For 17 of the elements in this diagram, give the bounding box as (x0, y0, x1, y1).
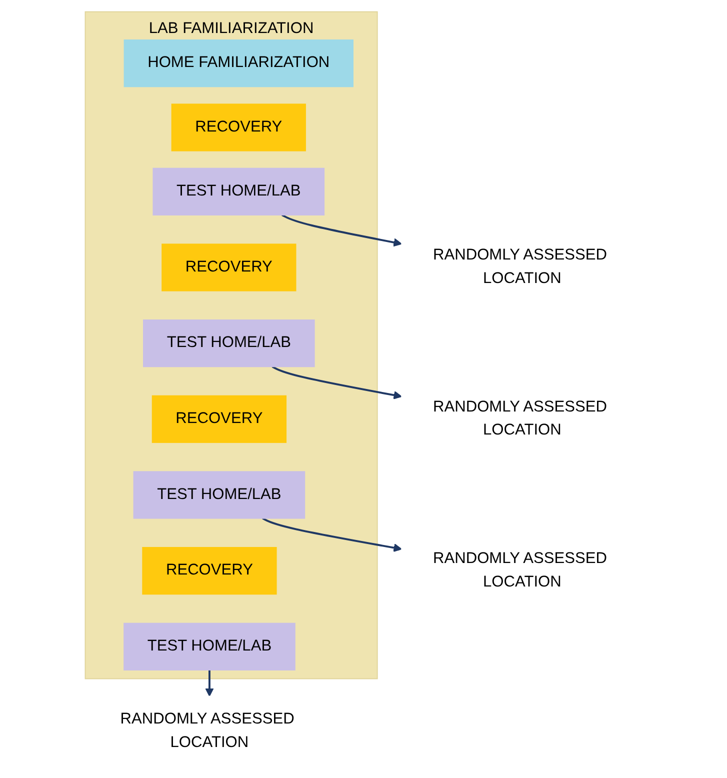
arrow (271, 366, 402, 400)
arrow (204, 670, 214, 697)
node-box: RECOVERY (161, 244, 296, 292)
node-box: TEST HOME/LAB (123, 622, 295, 670)
node-box: RECOVERY (170, 104, 306, 152)
node-box: HOME FAMILIARIZATION (123, 39, 353, 88)
arrow (281, 214, 402, 247)
node-text: RANDOMLY ASSESSED LOCATION (432, 398, 607, 439)
node-box: TEST HOME/LAB (152, 168, 324, 216)
node-box: RECOVERY (151, 395, 286, 443)
arrow (262, 517, 402, 552)
node-text: RANDOMLY ASSESSED LOCATION (432, 247, 607, 287)
node-box: RECOVERY (142, 546, 276, 595)
node-text: RANDOMLY ASSESSED LOCATION (120, 710, 294, 751)
node-box: TEST HOME/LAB (142, 319, 314, 368)
node-box: TEST HOME/LAB (132, 471, 305, 519)
node-text: RANDOMLY ASSESSED LOCATION (432, 550, 607, 590)
